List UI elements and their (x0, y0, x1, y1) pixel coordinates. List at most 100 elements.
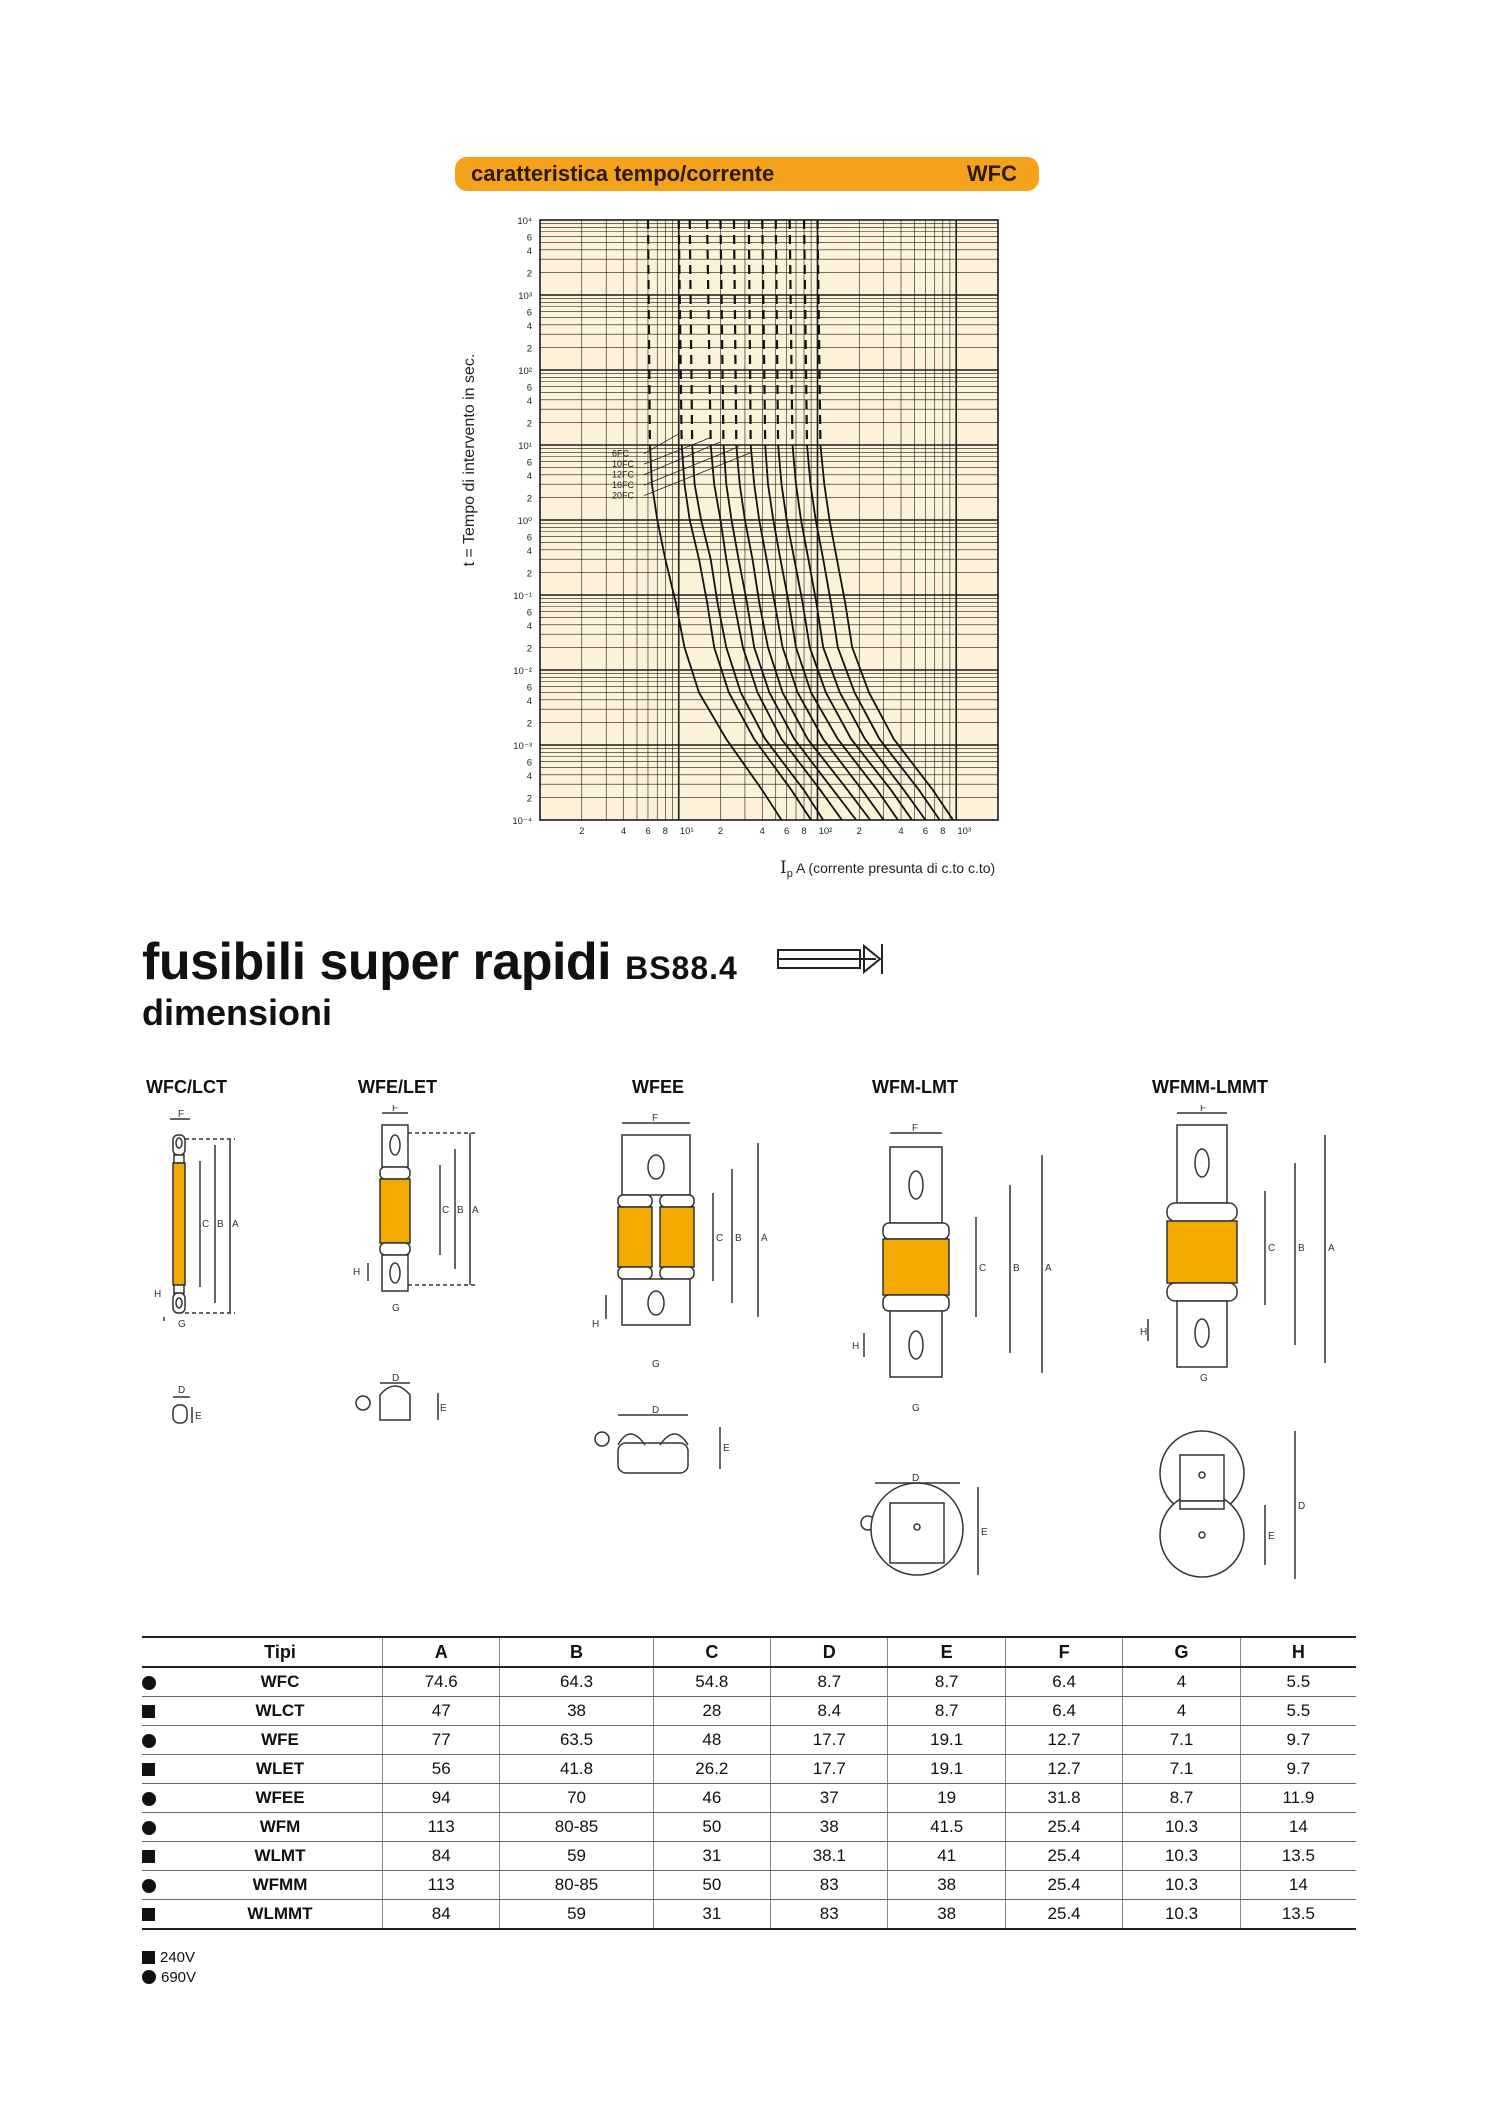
series-annotation: 16FC (612, 480, 635, 490)
series-dashed-line (732, 219, 738, 446)
table-cell: 10.3 (1122, 1899, 1241, 1930)
y-tick-label: 6 (527, 308, 532, 319)
y-tick-labels: 10⁴64210³64210²64210¹64210⁰64210⁻¹64210⁻… (512, 216, 532, 827)
row-mark (142, 1812, 178, 1842)
y-tick-label: 10⁻³ (513, 741, 532, 752)
series-curve (764, 444, 899, 821)
chart-grid (539, 219, 999, 821)
table-cell: 38 (499, 1696, 654, 1726)
chart-series (646, 219, 954, 821)
table-cell: 63.5 (499, 1725, 654, 1755)
y-tick-label: 6 (527, 233, 532, 244)
table-cell: 84 (381, 1841, 500, 1871)
x-tick-label: 2 (718, 826, 723, 837)
row-type-name: WLMT (178, 1841, 383, 1871)
series-curve (680, 444, 812, 821)
table-header-cell: D (770, 1636, 888, 1668)
table-cell: 5.5 (1239, 1667, 1356, 1697)
table-header-cell: G (1122, 1636, 1241, 1668)
series-curve (735, 444, 871, 821)
row-mark (142, 1783, 178, 1813)
series-dashed-line (646, 219, 652, 446)
x-tick-label: 8 (663, 826, 668, 837)
fuse-symbol-icon (777, 943, 883, 975)
series-dashed-line (816, 219, 822, 446)
table-cell: 28 (652, 1696, 771, 1726)
y-tick-label: 2 (527, 718, 532, 729)
square-marker-icon (142, 1950, 155, 1964)
legend-690v-label: 690V (161, 1968, 197, 1986)
row-mark (142, 1870, 178, 1900)
table-cell: 10.3 (1122, 1870, 1241, 1900)
table-cell: 38 (770, 1812, 888, 1842)
dim-letter: G (652, 1359, 660, 1370)
circle-marker-icon (142, 1675, 156, 1690)
dim-letter: C (979, 1263, 986, 1274)
series-dashed-line (774, 219, 780, 446)
table-cell: 8.7 (887, 1696, 1006, 1726)
annotation-leader (643, 446, 740, 486)
y-tick-label: 10⁻² (513, 666, 532, 677)
dim-letter: C (1268, 1243, 1275, 1254)
y-tick-label: 6 (527, 683, 532, 694)
x-tick-label: 8 (801, 826, 806, 837)
annotation-leader (643, 433, 679, 454)
dim-letter: C (442, 1205, 449, 1216)
series-curve (709, 444, 843, 821)
table-cell: 7.1 (1122, 1754, 1241, 1784)
x-tick-label: 4 (898, 826, 903, 837)
table-cell: 9.7 (1239, 1754, 1356, 1784)
table-cell: 47 (381, 1696, 500, 1726)
table-cell: 83 (770, 1899, 888, 1930)
x-tick-label: 10³ (957, 826, 971, 837)
table-cell: 10.3 (1122, 1812, 1241, 1842)
table-cell: 17.7 (770, 1725, 888, 1755)
y-tick-label: 4 (527, 696, 532, 707)
table-cell: 4 (1122, 1696, 1241, 1726)
series-curve (691, 444, 824, 821)
table-cell: 77 (381, 1725, 500, 1755)
y-tick-label: 4 (527, 471, 532, 482)
y-tick-label: 10² (518, 366, 532, 377)
table-cell: 41.5 (887, 1812, 1006, 1842)
page-title-standard: BS88.4 (625, 950, 738, 986)
table-cell: 26.2 (652, 1754, 771, 1784)
table-header-cell: E (887, 1636, 1006, 1668)
table-cell: 38 (887, 1899, 1006, 1930)
table-cell: 59 (499, 1899, 654, 1930)
dim-letter: F (912, 1123, 918, 1134)
table-cell: 64.3 (499, 1667, 654, 1697)
table-cell: 6.4 (1004, 1667, 1123, 1697)
row-mark (142, 1754, 178, 1784)
dim-letter: D (178, 1385, 185, 1396)
x-tick-label: 2 (857, 826, 862, 837)
y-tick-label: 2 (527, 493, 532, 504)
page-subtitle: dimensioni (142, 992, 333, 1033)
circle-marker-icon (142, 1820, 156, 1835)
square-marker-icon (142, 1705, 155, 1719)
table-cell: 80-85 (499, 1870, 654, 1900)
table-cell: 41.8 (499, 1754, 654, 1784)
x-tick-label: 10¹ (680, 826, 694, 837)
table-cell: 6.4 (1004, 1696, 1123, 1726)
table-cell: 25.4 (1004, 1812, 1123, 1842)
x-tick-label: 6 (784, 826, 789, 837)
row-type-name: WFC (178, 1667, 383, 1697)
y-tick-label: 6 (527, 458, 532, 469)
x-axis-subscript: p (786, 867, 793, 880)
table-header-cell: C (652, 1636, 771, 1668)
legend-690v: 690V (142, 1968, 196, 1986)
fuse-drawing-wfm (860, 1132, 1043, 1576)
table-cell: 50 (652, 1870, 771, 1900)
table-cell: 11.9 (1239, 1783, 1356, 1813)
table-cell: 50 (652, 1812, 771, 1842)
dim-letter: E (195, 1411, 202, 1422)
page-title: fusibili super rapidi BS88.4 (142, 932, 738, 992)
table-cell: 41 (887, 1841, 1006, 1871)
